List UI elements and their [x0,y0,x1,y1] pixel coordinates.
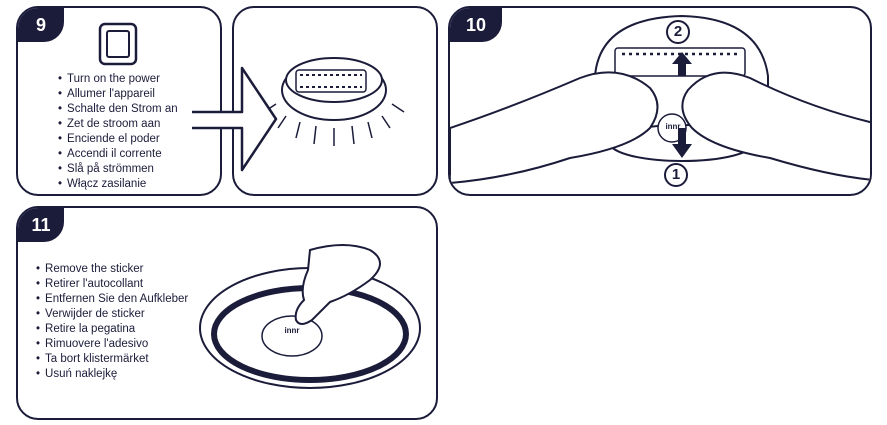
list-item: Schalte den Strom an [58,102,178,117]
step-11-panel: 11 Remove the sticker Retirer l'autocoll… [16,206,438,420]
step-9-language-list: Turn on the power Allumer l'appareil Sch… [58,72,178,192]
step-9-instructions-panel: 9 Turn on the power Allumer l'appareil S… [16,6,222,196]
list-item: Usuń naklejkę [36,367,188,382]
list-item: Remove the sticker [36,262,188,277]
list-item: Turn on the power [58,72,178,87]
list-item: Enciende el poder [58,132,178,147]
remove-sticker-illustration [199,244,421,389]
arrow-right-icon [192,66,278,172]
list-item: Zet de stroom aan [58,117,178,132]
step-9-illustration-panel [232,6,438,196]
lamp-glowing-illustration [263,57,405,146]
step-11-language-list: Remove the sticker Retirer l'autocollant… [36,262,188,382]
step-9-badge: 9 [18,8,64,42]
list-item: Rimuovere l'adesivo [36,337,188,352]
step-11-badge: 11 [18,208,64,242]
list-item: Accendi il corrente [58,147,178,162]
callout-1-label: 1 [671,166,681,183]
step-10-panel: 10 2 1 innr [448,6,872,196]
list-item: Retirer l'autocollant [36,277,188,292]
wall-switch-icon [98,22,138,66]
list-item: Entfernen Sie den Aufkleber [36,292,188,307]
step-10-badge: 10 [450,8,502,42]
list-item: Włącz zasilanie [58,177,178,192]
list-item: Slå på strömmen [58,162,178,177]
list-item: Retire la pegatina [36,322,188,337]
callout-2-label: 2 [673,23,683,40]
list-item: Allumer l'appareil [58,87,178,102]
list-item: Verwijder de sticker [36,307,188,322]
innr-sticker-logo: innr [284,326,300,335]
list-item: Ta bort klistermärket [36,352,188,367]
innr-logo: innr [665,122,681,131]
remove-cover-illustration [450,14,870,187]
